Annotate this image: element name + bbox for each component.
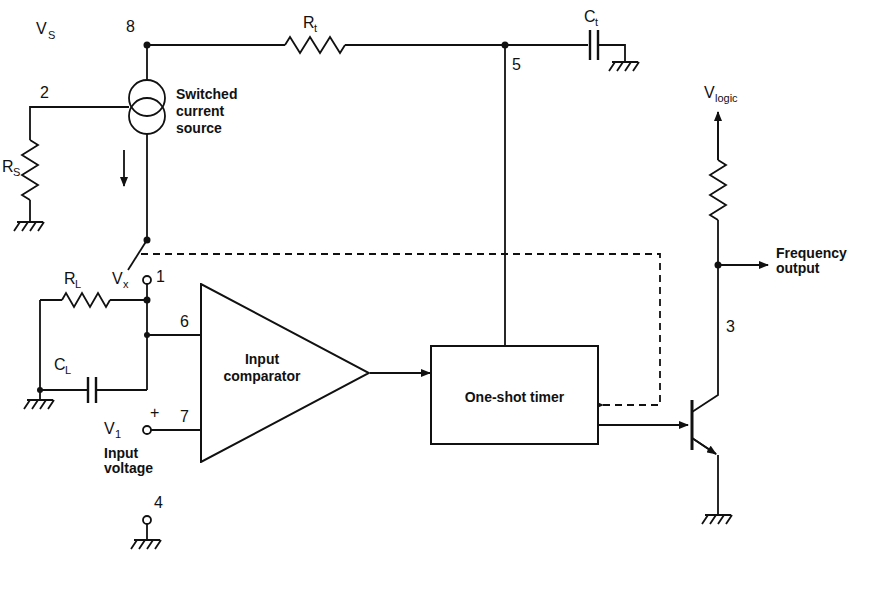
node-label: Switched current source — [176, 86, 250, 136]
node-label: Input comparator — [208, 351, 316, 385]
supply-name: V — [704, 84, 715, 102]
transistor-symbol — [692, 265, 718, 454]
pin-number: 4 — [154, 494, 163, 512]
capacitor-symbol — [590, 30, 598, 60]
component-name: C — [54, 356, 66, 374]
component-name: R — [64, 270, 76, 288]
pin-number: 1 — [156, 268, 165, 286]
ground-symbol — [702, 515, 732, 524]
subscript: 1 — [115, 428, 121, 440]
wire — [30, 107, 129, 222]
subscript: S — [13, 166, 20, 178]
switch-pivot — [144, 237, 151, 244]
resistor-symbol — [22, 140, 38, 200]
pin-number: 8 — [126, 18, 135, 36]
control-arrow — [590, 399, 604, 411]
switch-blade — [128, 240, 147, 270]
input-terminal — [143, 426, 151, 434]
logic-supply-arrow — [717, 112, 719, 160]
wire — [504, 45, 506, 345]
polarity-sign: + — [150, 404, 159, 422]
ground-symbol — [14, 222, 44, 231]
wire — [147, 335, 200, 430]
junction-dot — [144, 42, 151, 49]
pin-number: 6 — [180, 313, 189, 331]
pin-number: 3 — [726, 318, 735, 336]
source-circle — [129, 80, 165, 116]
ground-symbol — [131, 540, 161, 549]
subscript: L — [65, 364, 71, 376]
subscript: S — [48, 29, 55, 41]
ground-symbol — [24, 400, 54, 409]
ground-symbol — [609, 62, 639, 71]
comparator-outline — [201, 284, 369, 462]
resistor-symbol — [62, 293, 110, 307]
current-source: Switched current source — [120, 70, 270, 162]
current-arrow — [123, 150, 125, 186]
component-name: R — [2, 158, 14, 176]
capacitor-symbol — [88, 377, 96, 403]
pin-number: 7 — [180, 408, 189, 426]
supply-wire — [147, 44, 588, 46]
pin-number: 5 — [512, 56, 521, 74]
subscript: logic — [715, 92, 738, 104]
output-arrow — [718, 264, 768, 266]
pin-number: 2 — [40, 84, 49, 102]
resistor-symbol — [710, 160, 726, 220]
supply-pin-name: V — [36, 20, 47, 38]
junction-dot — [502, 42, 509, 49]
junction-dot — [144, 297, 151, 304]
component-name: R — [303, 14, 315, 32]
process-box: One-shot timer — [430, 345, 599, 445]
comparator-triangle: Input comparator — [200, 283, 370, 463]
junction-dot — [715, 262, 722, 269]
subscript: t — [595, 16, 598, 28]
current-source — [120, 70, 270, 162]
signal-connector — [370, 372, 430, 374]
signal-name: Input voltage — [104, 446, 168, 477]
subscript: x — [123, 278, 129, 290]
signal-name: V — [104, 420, 115, 438]
wire — [40, 300, 147, 400]
source-circle — [129, 98, 165, 134]
subscript: L — [75, 278, 81, 290]
wire — [717, 455, 719, 515]
wire — [717, 112, 719, 265]
signal-name: Frequency output — [776, 246, 860, 277]
resistor-symbol — [285, 37, 345, 53]
switch-contact — [143, 276, 151, 284]
wire — [146, 524, 148, 540]
ground-terminal — [143, 516, 151, 524]
node-name: V — [112, 270, 123, 288]
switch-control-line — [141, 254, 660, 405]
junction-dot — [37, 387, 43, 393]
junction-dot — [144, 332, 150, 338]
emitter-arrow — [692, 438, 716, 454]
wire — [146, 45, 148, 238]
component-name: C — [584, 8, 596, 26]
node-label: One-shot timer — [432, 389, 597, 406]
base-drive — [575, 424, 688, 426]
comparator-triangle — [200, 283, 370, 463]
transistor-symbol — [691, 400, 694, 450]
wire — [598, 45, 625, 62]
subscript: t — [314, 22, 317, 34]
